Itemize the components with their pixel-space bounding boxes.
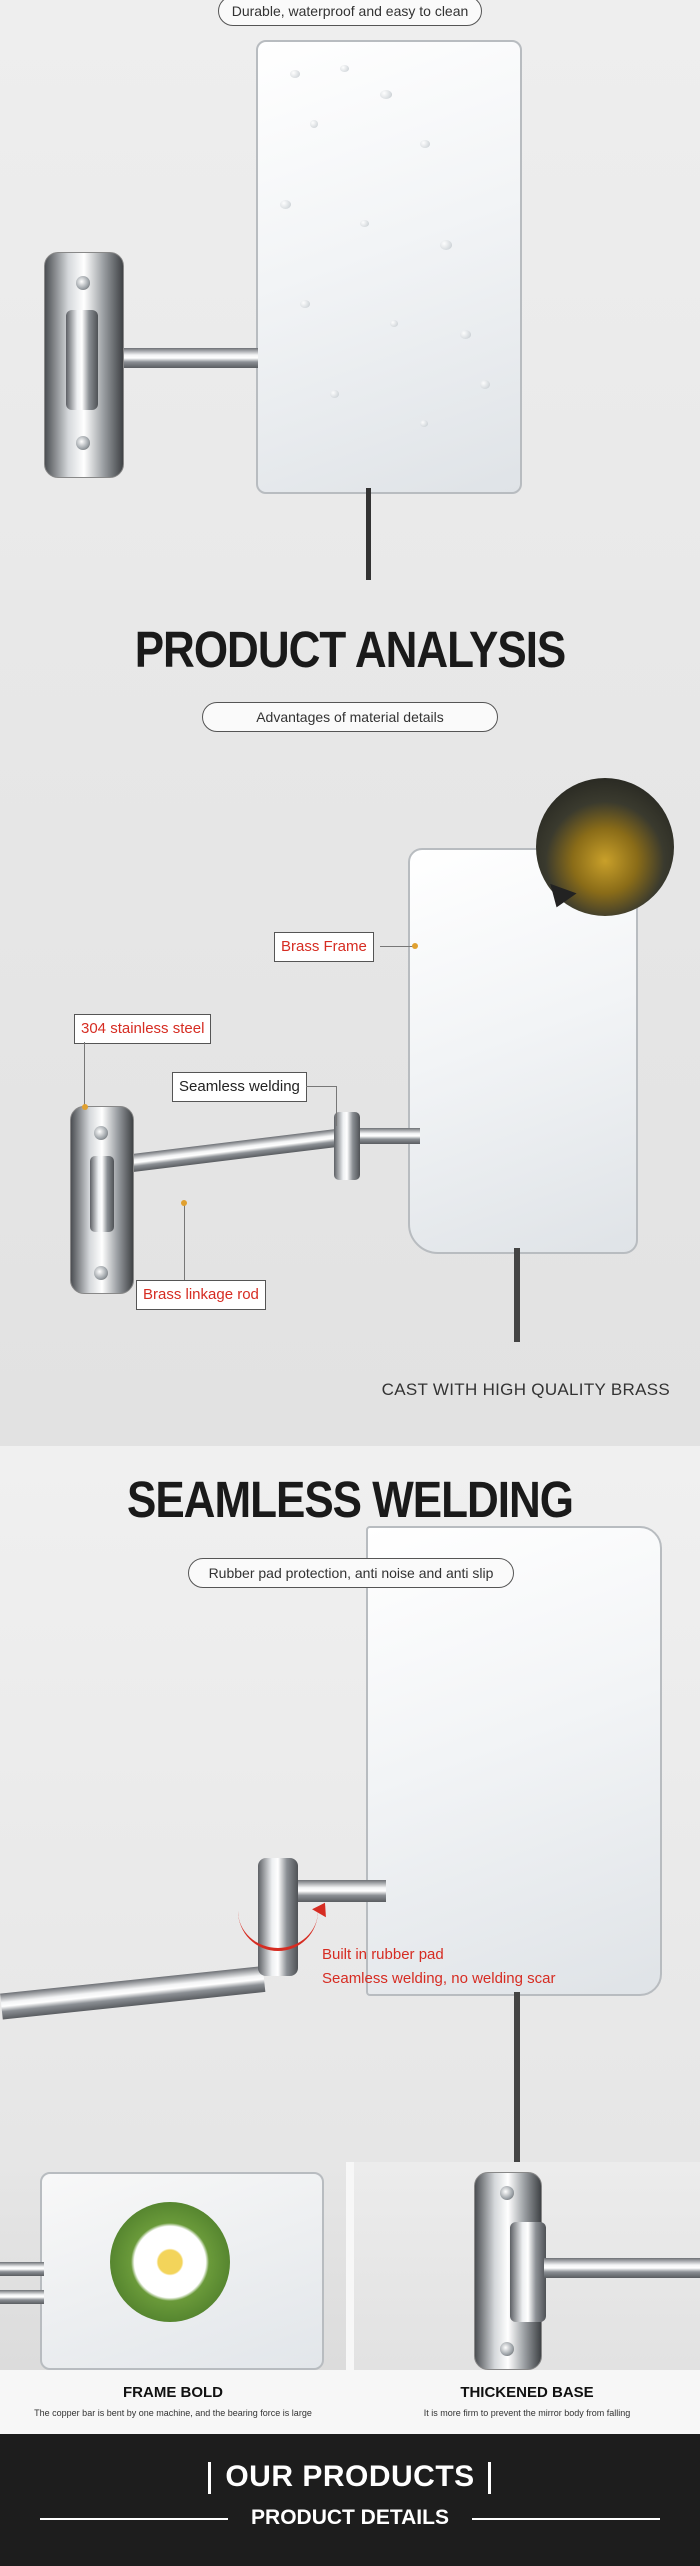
card-sub-thickened-base: It is more firm to prevent the mirror bo… xyxy=(423,2408,631,2418)
analysis-arm-front xyxy=(350,1128,420,1144)
card-thickened-base xyxy=(354,2162,700,2370)
banner-line-left xyxy=(40,2518,228,2520)
banner-left-bar xyxy=(208,2462,211,2494)
screw-icon xyxy=(94,1126,108,1140)
marker-dot xyxy=(181,1200,187,1206)
screw-icon xyxy=(500,2186,514,2200)
card-title-frame-bold: FRAME BOLD xyxy=(123,2384,223,2401)
welding-note-1: Built in rubber pad xyxy=(322,1946,444,1963)
welding-mirror xyxy=(366,1526,662,1996)
water-drop xyxy=(390,320,398,327)
analysis-joint xyxy=(334,1112,360,1180)
water-drop xyxy=(300,300,310,308)
leader-line xyxy=(184,1204,185,1280)
hero-pill: Durable, waterproof and easy to clean xyxy=(218,0,482,26)
analysis-arm xyxy=(98,1127,348,1176)
water-drop xyxy=(280,200,291,209)
card-frame-bold xyxy=(0,2162,346,2370)
product-analysis-section: PRODUCT ANALYSIS Advantages of material … xyxy=(0,590,700,1446)
card-arm xyxy=(544,2258,700,2278)
water-drop xyxy=(480,380,490,389)
seamless-welding-section: SEAMLESS WELDING Rubber pad protection, … xyxy=(0,1446,700,2162)
banner-line-right xyxy=(472,2518,660,2520)
hero-mirror xyxy=(256,40,522,494)
water-drop xyxy=(290,70,300,78)
card-title-thickened-base: THICKENED BASE xyxy=(460,2384,594,2401)
screw-icon xyxy=(76,436,90,450)
water-drop xyxy=(310,120,318,128)
our-products-banner: OUR PRODUCTS PRODUCT DETAILS xyxy=(0,2434,700,2566)
mirror-stem xyxy=(366,488,371,580)
section-title: SEAMLESS WELDING xyxy=(126,1472,574,1529)
section-title: PRODUCT ANALYSIS xyxy=(134,622,567,679)
mirror-stem xyxy=(514,1248,520,1342)
water-drop xyxy=(440,240,452,250)
screw-icon xyxy=(94,1266,108,1280)
detail-zoom-circle xyxy=(536,778,674,916)
analysis-hinge xyxy=(90,1156,114,1232)
water-drop xyxy=(460,330,471,339)
card-arm xyxy=(0,2262,44,2276)
card-hinge xyxy=(510,2222,546,2322)
welding-pill: Rubber pad protection, anti noise and an… xyxy=(188,1558,514,1588)
label-brass-linkage-rod: Brass linkage rod xyxy=(136,1280,266,1310)
leader-line xyxy=(380,946,414,947)
hero-arm xyxy=(100,348,258,368)
screw-icon xyxy=(76,276,90,290)
flower-image xyxy=(110,2202,230,2322)
banner-subtitle: PRODUCT DETAILS xyxy=(251,2506,449,2529)
label-brass-frame: Brass Frame xyxy=(274,932,374,962)
leader-line xyxy=(84,1042,85,1108)
mirror-stem xyxy=(514,1992,520,2162)
analysis-footer: CAST WITH HIGH QUALITY BRASS xyxy=(381,1380,670,1399)
welding-arm-long xyxy=(0,1966,266,2020)
water-drop xyxy=(360,220,369,227)
leader-line xyxy=(336,1086,337,1126)
banner-title: OUR PRODUCTS xyxy=(225,2460,475,2493)
rotate-arrow-icon xyxy=(238,1908,318,1951)
label-seamless-welding: Seamless welding xyxy=(172,1072,307,1102)
feature-cards-section: FRAME BOLD The copper bar is bent by one… xyxy=(0,2162,700,2434)
welding-arm-short xyxy=(296,1880,386,1902)
label-stainless-steel: 304 stainless steel xyxy=(74,1014,212,1044)
hero-hinge xyxy=(66,310,98,410)
analysis-pill: Advantages of material details xyxy=(202,702,498,732)
water-drop xyxy=(420,420,428,427)
screw-icon xyxy=(500,2342,514,2356)
water-drop xyxy=(330,390,339,398)
card-sub-frame-bold: The copper bar is bent by one machine, a… xyxy=(34,2408,312,2418)
marker-dot xyxy=(412,943,418,949)
water-drop xyxy=(420,140,430,148)
welding-note-2: Seamless welding, no welding scar xyxy=(322,1970,556,1987)
water-drop xyxy=(340,65,349,72)
water-drop xyxy=(380,90,392,99)
hero-section: Durable, waterproof and easy to clean xyxy=(0,0,700,590)
card-arm xyxy=(0,2290,44,2304)
marker-dot xyxy=(82,1104,88,1110)
banner-right-bar xyxy=(488,2462,491,2494)
leader-line xyxy=(306,1086,336,1087)
